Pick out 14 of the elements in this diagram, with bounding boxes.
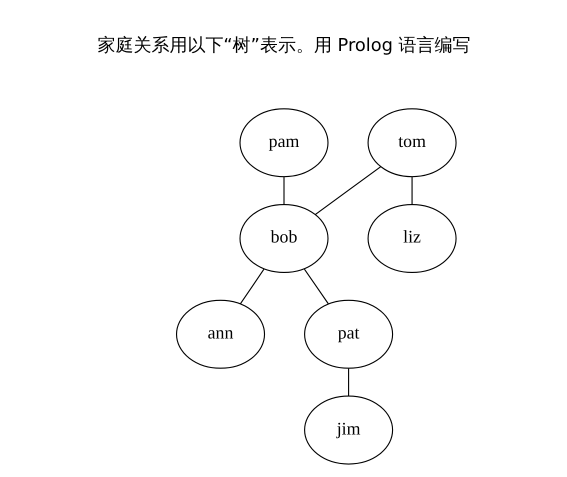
- connector: [348, 368, 349, 396]
- connector: [314, 166, 381, 215]
- node-ellipse: pat: [304, 300, 393, 369]
- node-ellipse: pam: [238, 108, 328, 178]
- node-ellipse: tom: [367, 108, 456, 178]
- node-ellipse: liz: [367, 204, 456, 274]
- connector: [303, 268, 328, 304]
- node-ellipse: jim: [304, 396, 393, 465]
- connector: [240, 268, 264, 304]
- node-ellipse: bob: [238, 204, 328, 274]
- connector: [282, 177, 284, 204]
- label: 家庭关系用以下“树”表示。用 Prolog 语言编写: [96, 35, 470, 56]
- node-ellipse: ann: [175, 300, 265, 369]
- connector: [411, 177, 412, 204]
